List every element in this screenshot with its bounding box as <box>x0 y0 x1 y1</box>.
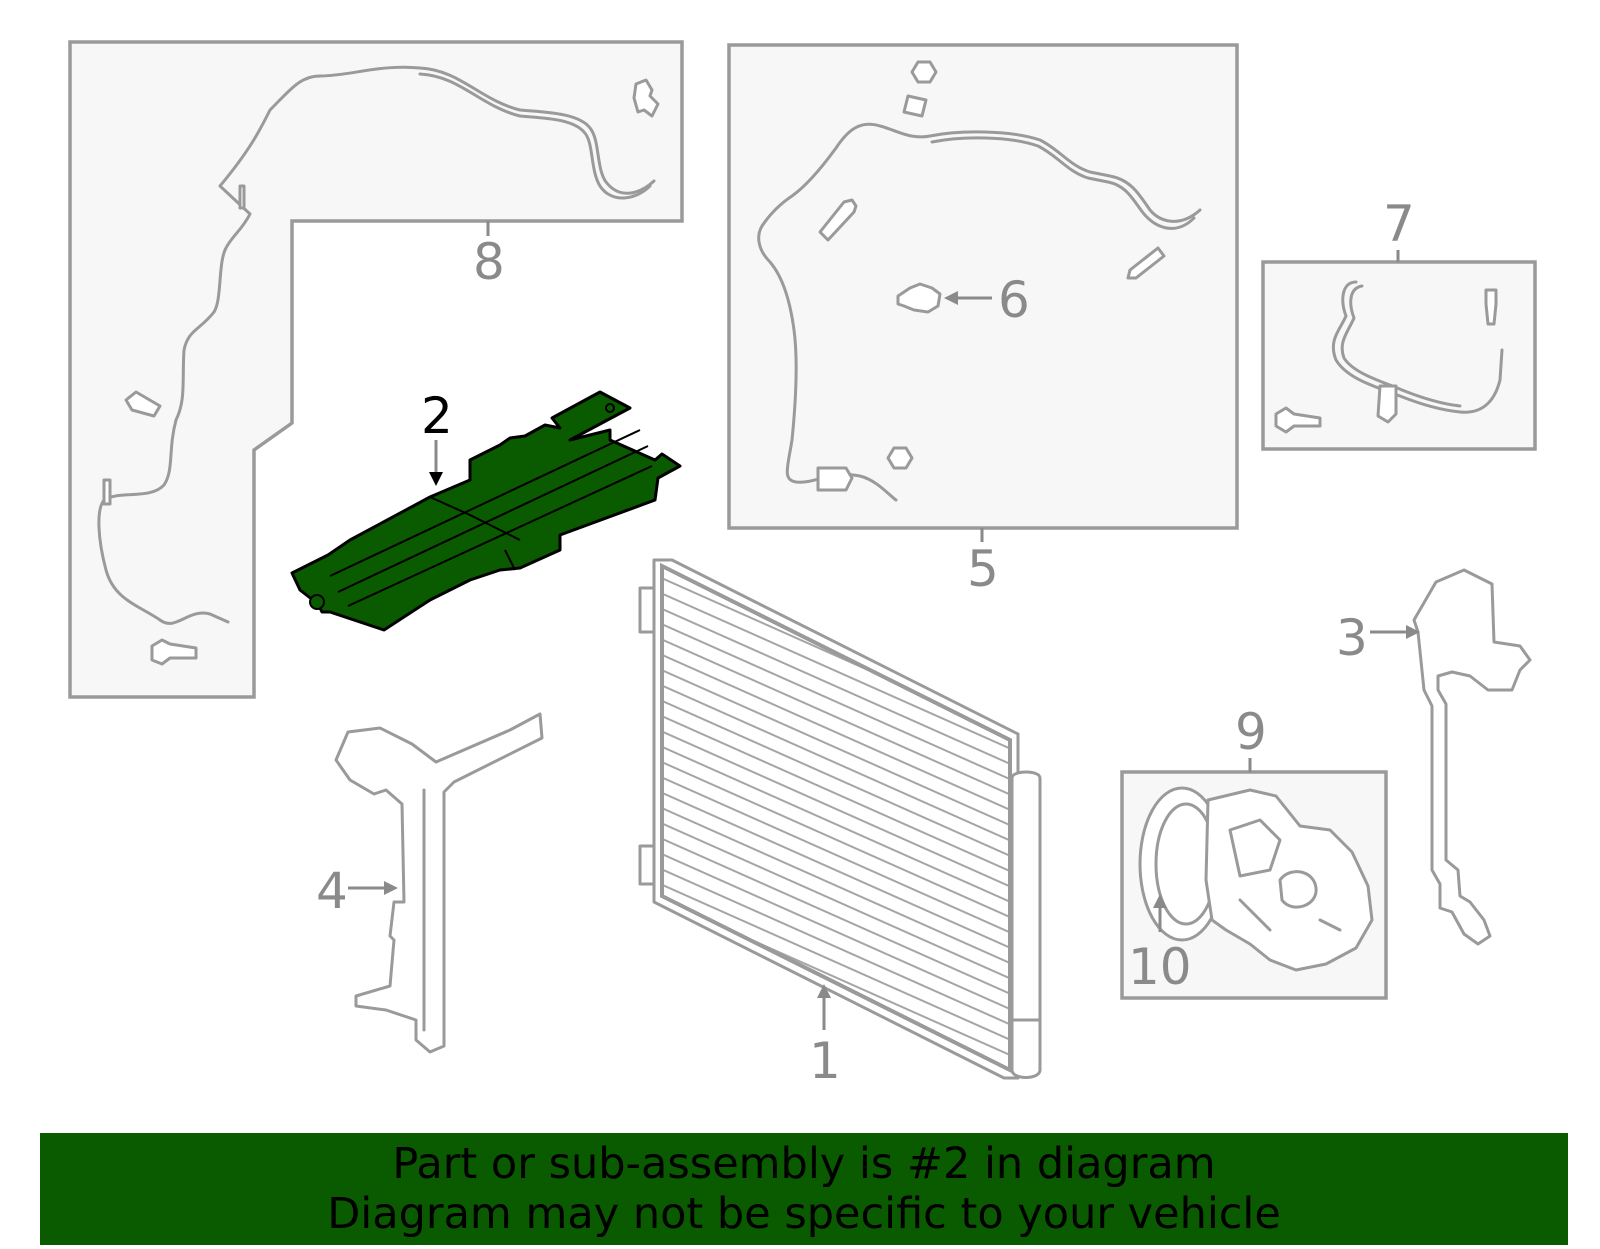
part-6-group[interactable]: 6 <box>896 271 1030 329</box>
part-5-box <box>727 43 1239 530</box>
arrow-1 <box>817 984 831 998</box>
bolt-icon <box>1484 288 1498 326</box>
part-2-ribs <box>329 429 653 607</box>
arrow-2 <box>429 472 443 486</box>
ac-line-7-inner <box>1340 284 1462 408</box>
part-2-mount-hole <box>309 594 325 610</box>
part-3-bracket <box>1412 568 1532 946</box>
callout-10: 10 <box>1128 938 1192 996</box>
banner-line-1: Part or sub-assembly is #2 in diagram <box>392 1139 1216 1189</box>
part-4-bracket <box>334 712 544 1054</box>
ac-line-8-inner <box>418 72 652 200</box>
condenser-bracket <box>638 844 656 886</box>
arrow-4 <box>384 881 398 895</box>
ac-line-8 <box>97 65 656 625</box>
callout-5: 5 <box>967 540 999 598</box>
callout-4: 4 <box>316 862 348 920</box>
fitting-icon <box>816 466 854 492</box>
banner-line-2: Diagram may not be specific to your vehi… <box>327 1189 1281 1239</box>
clip-icon <box>632 78 660 118</box>
arrow-10 <box>1153 894 1167 908</box>
part-2-mount-hole <box>605 403 615 413</box>
clip-icon <box>124 390 162 418</box>
bolt-icon <box>150 638 198 666</box>
ac-hose-5 <box>757 122 1202 502</box>
part-9-group[interactable]: 10 9 <box>1120 703 1388 1000</box>
condenser-bracket <box>638 586 656 634</box>
part-4-group[interactable]: 4 <box>316 712 544 1054</box>
part-8-group[interactable]: 8 <box>68 40 684 699</box>
condenser-core <box>660 562 1012 1074</box>
condenser-frame <box>652 558 1020 1080</box>
bolt-icon <box>818 198 858 242</box>
ac-hose-5-inner <box>930 136 1196 230</box>
callout-6: 6 <box>998 271 1030 329</box>
bracket-icon <box>238 184 246 210</box>
bracket-icon <box>902 94 928 118</box>
info-banner: Part or sub-assembly is #2 in diagram Di… <box>40 1133 1568 1245</box>
callout-3: 3 <box>1336 609 1368 667</box>
receiver-drier <box>1010 770 1042 1079</box>
part-5-group[interactable]: 5 <box>727 43 1239 598</box>
arrow-3 <box>1406 625 1420 639</box>
callout-2: 2 <box>421 387 453 445</box>
part-3-group[interactable]: 3 <box>1336 568 1532 946</box>
bracket-icon <box>102 478 112 506</box>
callout-1: 1 <box>809 1032 841 1090</box>
arrow-6 <box>944 291 958 305</box>
bolt-icon <box>1274 406 1322 434</box>
part-6-valve <box>896 282 942 314</box>
nut-icon <box>910 60 938 84</box>
part-8-box <box>68 40 684 699</box>
nut-icon <box>886 446 914 470</box>
compressor-detail <box>1228 818 1342 932</box>
ac-line-7 <box>1331 280 1504 414</box>
part-1-group[interactable]: 1 <box>638 558 1042 1090</box>
bolt-icon <box>1126 246 1166 280</box>
callout-8: 8 <box>473 233 505 291</box>
callout-9: 9 <box>1235 703 1267 761</box>
callout-7: 7 <box>1383 195 1415 253</box>
bracket-icon <box>1376 384 1398 424</box>
part-7-group[interactable]: 7 <box>1261 195 1537 451</box>
part-2-shield <box>290 390 682 632</box>
part-2-group[interactable]: 2 <box>290 387 682 632</box>
